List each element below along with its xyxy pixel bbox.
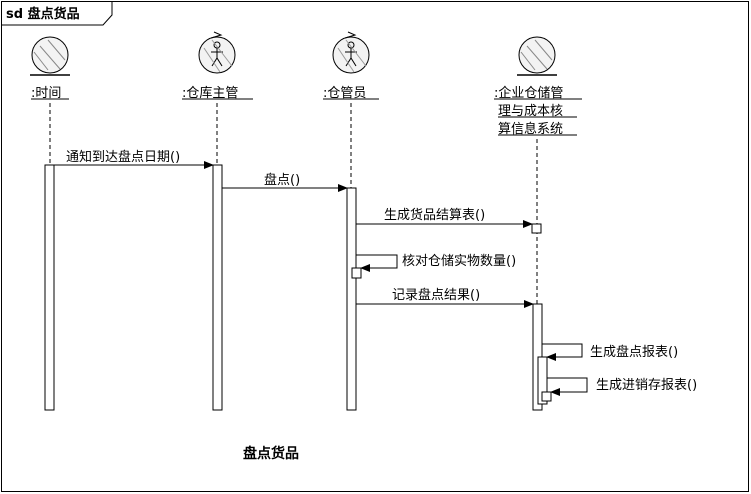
activation-bar	[44, 164, 55, 411]
frame-tag: sd 盘点货品	[6, 6, 80, 22]
lifeline-label: :时间	[31, 86, 61, 101]
entity-icon	[517, 36, 557, 76]
message-inventory: 盘点()	[222, 172, 348, 192]
message-record-result: 记录盘点结果()	[356, 287, 534, 308]
lifeline-label: :仓库主管	[182, 85, 238, 101]
lifeline-label-line1: :企业仓储管	[494, 85, 563, 101]
self-call-activation	[351, 267, 362, 279]
self-call-activation	[537, 356, 548, 405]
frame-tag-box	[1, 1, 113, 26]
message-label: 生成货品结算表()	[384, 207, 485, 223]
message-gen-stock-report: 生成进销存报表()	[547, 377, 697, 396]
lifeline-keeper: :仓管员	[323, 31, 379, 411]
message-label: 生成盘点报表()	[590, 344, 678, 360]
lifeline-label-line3: 算信息系统	[498, 121, 563, 137]
message-label: 生成进销存报表()	[596, 378, 697, 393]
message-notify-date: 通知到达盘点日期()	[54, 149, 214, 169]
message-check-quantity: 核对仓储实物数量()	[356, 254, 516, 272]
lifeline-time: :时间	[30, 36, 70, 411]
boundary-icon	[30, 36, 70, 76]
short-activation	[531, 223, 542, 234]
lifeline-system: :企业仓储管 理与成本核 算信息系统	[494, 36, 582, 411]
diagram-caption: 盘点货品	[243, 445, 299, 462]
message-label: 盘点()	[264, 172, 300, 188]
lifeline-label-line2: 理与成本核	[498, 104, 563, 119]
message-gen-inventory-report: 生成盘点报表()	[542, 343, 678, 361]
message-label: 通知到达盘点日期()	[66, 149, 180, 165]
control-icon	[332, 31, 370, 74]
message-label: 记录盘点结果()	[392, 287, 480, 303]
control-icon	[198, 31, 236, 74]
message-label: 核对仓储实物数量()	[402, 254, 516, 269]
self-call-activation-nested	[541, 391, 552, 402]
lifeline-manager: :仓库主管	[182, 31, 253, 411]
activation-bar	[212, 164, 223, 411]
message-gen-settlement: 生成货品结算表()	[356, 207, 533, 228]
lifeline-label: :仓管员	[323, 86, 366, 101]
activation-bar	[346, 187, 357, 411]
